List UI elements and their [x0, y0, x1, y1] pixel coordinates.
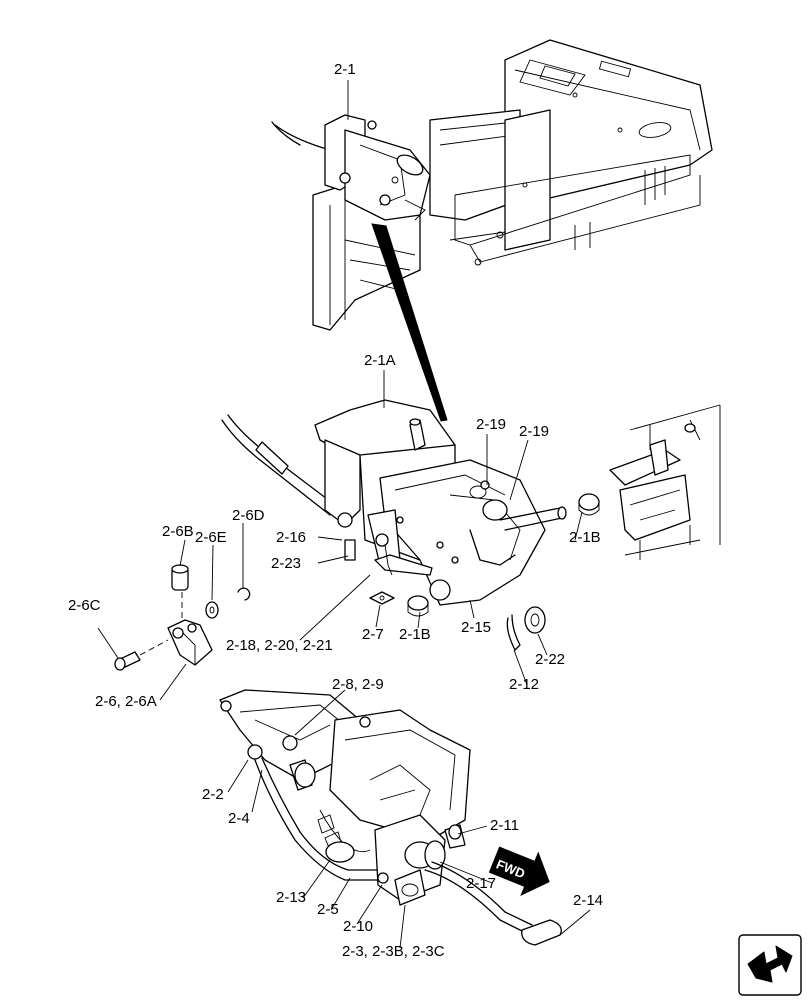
callout-2-4: 2-4 [228, 810, 250, 827]
callout-2-12: 2-12 [509, 676, 540, 693]
callout-2-6E: 2-6E [195, 529, 227, 546]
callout-2-6C: 2-6C [68, 597, 101, 614]
detail-zoom-wedge [371, 223, 448, 422]
brake-pedal-assembly-2-1 [271, 114, 431, 221]
pin-2-6C [114, 639, 169, 671]
leader-lines [97, 80, 591, 949]
callout-2-3: 2-3, 2-3B, 2-3C [342, 943, 445, 960]
callout-2-19-b: 2-19 [519, 423, 550, 440]
callout-2-10: 2-10 [343, 918, 374, 935]
callout-2-11: 2-11 [490, 817, 519, 834]
callout-2-15: 2-15 [461, 619, 492, 636]
callout-2-6: 2-6, 2-6A [95, 693, 157, 710]
callout-2-1B-a: 2-1B [569, 529, 601, 546]
plate-2-7 [369, 591, 395, 605]
callout-2-7: 2-7 [362, 626, 384, 643]
callout-2-6B: 2-6B [162, 523, 194, 540]
callout-2-1B-b: 2-1B [399, 626, 431, 643]
callout-2-17: 2-17 [466, 875, 497, 892]
main-pedal-assembly [219, 689, 562, 946]
callout-2-13: 2-13 [276, 889, 307, 906]
washer-2-6E [205, 601, 219, 619]
callout-2-22: 2-22 [535, 651, 566, 668]
bushing-2-1B [407, 493, 600, 617]
snap-ring-2-6D [237, 587, 251, 601]
callout-2-19-a: 2-19 [476, 416, 507, 433]
callout-2-23: 2-23 [271, 555, 302, 572]
callout-2-1: 2-1 [334, 61, 356, 78]
washer-2-22 [524, 606, 546, 634]
callout-2-5: 2-5 [317, 901, 339, 918]
pedal-bracket-2-1A [221, 399, 567, 606]
callout-2-14: 2-14 [573, 892, 604, 909]
callout-2-1A: 2-1A [364, 352, 396, 369]
callout-2-2: 2-2 [202, 786, 224, 803]
dash-panel-2-1 [312, 184, 421, 331]
chassis-frame [429, 39, 713, 266]
cotter-pin-2-12 [506, 614, 521, 651]
callout-2-16: 2-16 [276, 529, 307, 546]
callout-2-8: 2-8, 2-9 [332, 676, 384, 693]
callout-2-18: 2-18, 2-20, 2-21 [226, 637, 333, 654]
pivot-bracket-2-6 [167, 619, 213, 666]
next-page-arrow-icon[interactable] [738, 934, 802, 996]
fwd-direction-arrow: FWD [488, 846, 550, 896]
bushing-2-6B [171, 564, 189, 618]
callout-2-6D: 2-6D [232, 507, 265, 524]
right-side-bracket [609, 404, 721, 560]
